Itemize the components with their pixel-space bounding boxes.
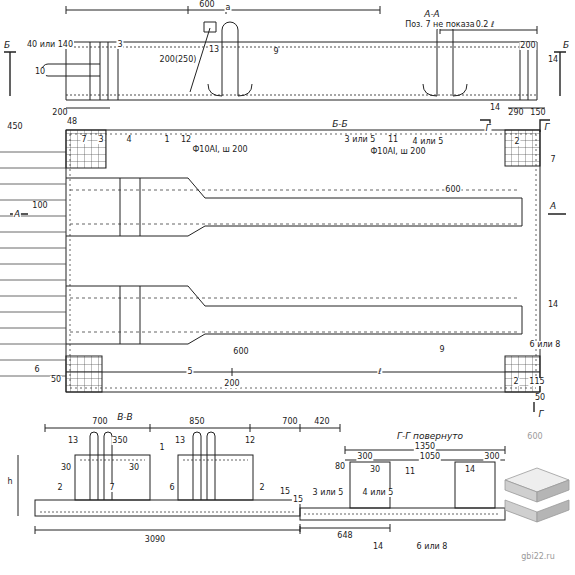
drawing-label: 2: [56, 484, 63, 492]
drawing-label: А: [13, 210, 21, 219]
drawing-label: 13: [174, 437, 186, 445]
drawing-label: 9: [438, 346, 445, 354]
drawing-label: 13: [208, 46, 220, 54]
drawing-label: 200: [223, 380, 240, 388]
drawing-label: 7: [80, 136, 87, 144]
drawing-label: 420: [313, 418, 330, 426]
drawing-label: Г-Г повернуто: [396, 432, 464, 441]
drawing-label: 3 или 5: [312, 489, 345, 497]
drawing-label: 80: [334, 463, 346, 471]
drawing-label: а: [225, 4, 232, 12]
drawing-label: Поз. 7 не показано: [404, 21, 486, 29]
drawing-label: 6: [168, 484, 175, 492]
drawing-label: 7: [108, 484, 115, 492]
drawing-label: 15: [279, 488, 291, 496]
drawing-label: 3: [116, 41, 123, 49]
drawing-label: 0.2 ℓ: [475, 21, 496, 29]
drawing-label: 3: [97, 136, 104, 144]
drawing-label: 2: [513, 138, 520, 146]
drawing-label: 4: [125, 136, 132, 144]
drawing-label: 4 или 5: [412, 138, 445, 146]
drawing-label: 700: [281, 418, 298, 426]
drawing-label: 15: [292, 496, 304, 504]
drawing-label: А-А: [423, 10, 441, 19]
drawing-label: 2: [258, 484, 265, 492]
drawing-label: 6 или 8: [529, 341, 562, 349]
drawing-label: ℓ: [377, 368, 382, 376]
drawing-label: 12: [244, 437, 256, 445]
drawing-label: 600: [198, 1, 215, 9]
drawing-label: 290: [507, 109, 524, 117]
drawing-label: 10: [34, 68, 46, 76]
drawing-label: 6 или 8: [416, 543, 449, 551]
drawing-label: 115: [528, 378, 545, 386]
drawing-label: 200: [519, 42, 536, 50]
drawing-label: 1: [163, 136, 170, 144]
drawing-label: 4 или 5: [362, 489, 395, 497]
drawing-label: Г: [537, 410, 544, 419]
drawing-label: 13: [67, 437, 79, 445]
drawing-label: 100: [31, 202, 48, 210]
drawing-label: Б: [3, 41, 11, 50]
drawing-label: 30: [128, 464, 140, 472]
drawing-label: 3090: [144, 536, 166, 544]
drawing-label: 1350: [414, 443, 436, 451]
drawing-label: 30: [60, 464, 72, 472]
drawing-label: Ф10АI, ш 200: [191, 146, 248, 154]
drawing-label: 700: [91, 418, 108, 426]
drawing-label: 648: [336, 532, 353, 540]
drawing-label: 300: [356, 453, 373, 461]
drawing-label: Г: [543, 123, 550, 132]
drawing-label: В-В: [116, 413, 134, 422]
drawing-label: Б: [562, 41, 570, 50]
drawing-label: Ф10АI, ш 200: [369, 148, 426, 156]
drawing-label: 48: [66, 118, 78, 126]
drawing-label: 11: [404, 468, 416, 476]
drawing-label: 850: [188, 418, 205, 426]
drawing-label: 200: [51, 109, 68, 117]
drawing-label: 7: [549, 156, 556, 164]
drawing-label: 450: [6, 123, 23, 131]
drawing-label: А: [549, 202, 557, 211]
drawing-label: 40 или 140: [26, 41, 74, 49]
drawing-label: Б-Б: [331, 120, 349, 129]
drawing-label: 14: [489, 104, 501, 112]
drawing-label: 1: [158, 444, 165, 452]
drawing-label: 2: [512, 378, 519, 386]
drawing-label: 350: [111, 437, 128, 445]
drawing-label: 14: [547, 56, 559, 64]
drawing-label: 50: [534, 394, 546, 402]
drawing-label: 11: [387, 136, 399, 144]
drawing-label: 50: [50, 376, 62, 384]
drawing-label: 300: [483, 453, 500, 461]
drawing-label: h: [6, 478, 13, 486]
drawing-label: 600: [444, 186, 461, 194]
drawing-label: Г: [484, 124, 491, 133]
drawing-label: 14: [372, 543, 384, 551]
drawing-label: 150: [529, 109, 546, 117]
drawing-label: 600: [232, 348, 249, 356]
drawing-label: 12: [180, 136, 192, 144]
drawing-label: 14: [464, 466, 476, 474]
drawing-label: 600: [526, 433, 543, 441]
drawing-label: 5: [186, 368, 193, 376]
drawing-label: 30: [369, 466, 381, 474]
drawing-label: 9: [272, 48, 279, 56]
drawing-label: 6: [33, 366, 40, 374]
drawing-label: 200(250): [159, 56, 198, 64]
drawing-label: gbi22.ru: [520, 553, 555, 561]
drawing-label: 3 или 5: [344, 136, 377, 144]
drawing-label: 1050: [419, 453, 441, 461]
drawing-label: 14: [547, 301, 559, 309]
